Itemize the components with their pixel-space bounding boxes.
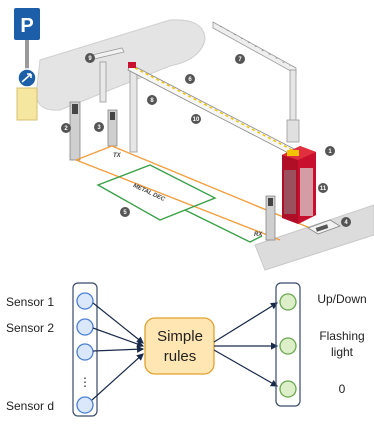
input-node-d bbox=[76, 396, 94, 414]
input-node-1 bbox=[76, 292, 94, 310]
photocell-post-rx bbox=[265, 195, 276, 241]
rx-label: RX bbox=[254, 232, 263, 238]
barrier-cabinet bbox=[282, 146, 316, 224]
parking-barrier-illustration: P bbox=[14, 8, 374, 271]
sensor-label-1: Sensor 1 bbox=[6, 295, 54, 309]
svg-text:4: 4 bbox=[344, 220, 348, 226]
output-node-1 bbox=[279, 293, 297, 311]
back-curb bbox=[35, 19, 206, 111]
svg-text:5: 5 bbox=[123, 210, 127, 216]
output-label-updown: Up/Down bbox=[317, 292, 366, 306]
marker-9: 9 bbox=[85, 53, 95, 63]
arrow-out-3 bbox=[213, 349, 279, 387]
arrow-out-1 bbox=[213, 302, 279, 343]
sensor-label-d: Sensor d bbox=[6, 399, 54, 413]
arrow-in-1 bbox=[92, 302, 144, 344]
output-layer-box bbox=[275, 282, 301, 407]
simple-rules-line-1: Simple bbox=[157, 328, 203, 345]
rules-diagram: ⋮ Sensor 1 Sensor 2 Sensor d Simple rule… bbox=[6, 282, 367, 417]
svg-text:3: 3 bbox=[97, 125, 101, 131]
output-label-light: light bbox=[331, 345, 354, 359]
arrow-in-d bbox=[91, 353, 144, 401]
output-node-3 bbox=[279, 380, 297, 398]
parking-sign-letter: P bbox=[20, 15, 33, 37]
svg-text:10: 10 bbox=[193, 117, 200, 123]
output-label-flashing: Flashing bbox=[319, 329, 364, 343]
output-node-2 bbox=[279, 337, 297, 355]
simple-rules-line-2: rules bbox=[164, 348, 197, 365]
marker-1: 1 bbox=[325, 146, 335, 156]
metal-detector-loop bbox=[96, 164, 217, 221]
input-ellipsis: ⋮ bbox=[79, 375, 91, 389]
input-layer-box bbox=[72, 282, 98, 417]
barrier-boom bbox=[127, 62, 301, 159]
parking-sign-panel bbox=[14, 8, 40, 40]
overhead-gantry bbox=[212, 21, 300, 143]
photocell-post-2 bbox=[69, 101, 81, 161]
marker-5: 5 bbox=[120, 207, 130, 217]
sensor-label-2: Sensor 2 bbox=[6, 321, 54, 335]
marker-10: 10 bbox=[191, 114, 201, 124]
marker-7: 7 bbox=[235, 54, 245, 64]
simple-rules-box bbox=[144, 317, 215, 375]
arrow-in-2 bbox=[92, 327, 145, 348]
marker-4: 4 bbox=[341, 217, 351, 227]
parking-sign: P bbox=[14, 8, 40, 121]
arrow-in-3 bbox=[92, 345, 145, 353]
marker-2: 2 bbox=[61, 123, 71, 133]
svg-text:8: 8 bbox=[150, 98, 154, 104]
output-label-zero: 0 bbox=[339, 382, 346, 396]
svg-text:7: 7 bbox=[238, 57, 242, 63]
svg-text:11: 11 bbox=[320, 186, 327, 192]
photocell-post-3 bbox=[107, 109, 118, 147]
marker-6: 6 bbox=[185, 74, 195, 84]
tx-label: TX bbox=[113, 153, 122, 159]
svg-text:6: 6 bbox=[188, 77, 192, 83]
support-post bbox=[129, 69, 138, 153]
marker-11: 11 bbox=[318, 183, 328, 193]
marker-8: 8 bbox=[147, 95, 157, 105]
input-node-3 bbox=[76, 343, 94, 361]
sign-base-post bbox=[16, 87, 38, 121]
marker-3: 3 bbox=[94, 122, 104, 132]
ground-sensor-box bbox=[307, 219, 341, 235]
svg-text:2: 2 bbox=[64, 126, 68, 132]
svg-text:9: 9 bbox=[88, 56, 92, 62]
input-node-2 bbox=[76, 318, 94, 336]
svg-text:1: 1 bbox=[328, 149, 332, 155]
tx-rx-wire bbox=[75, 145, 311, 241]
